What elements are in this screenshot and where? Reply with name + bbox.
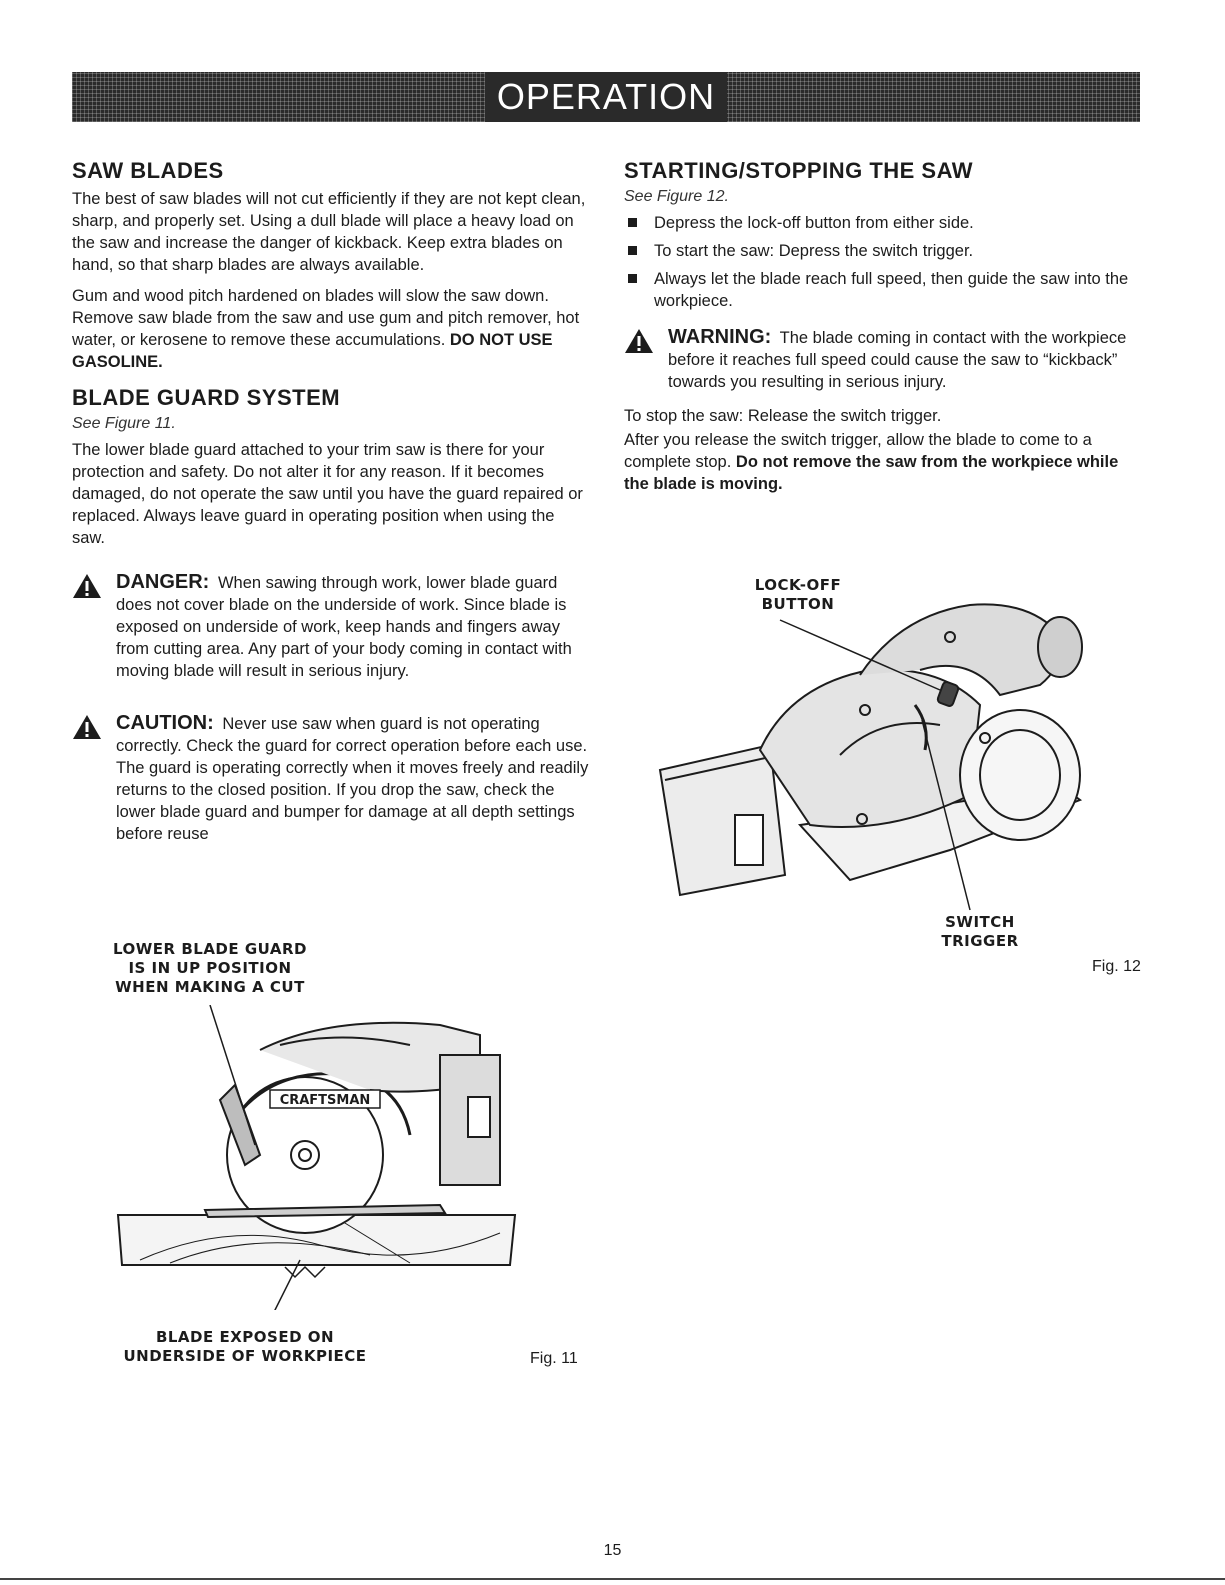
gasoline-warning: DO NOT USE GASOLINE. — [72, 331, 553, 371]
warning-text: The blade coming in contact with the wor… — [668, 329, 1127, 391]
fig12-lock-off-line-1: LOCK-OFF — [754, 576, 842, 594]
starting-stopping-heading: STARTING/STOPPING THE SAW — [624, 158, 974, 183]
fig11-guard-callout-line-2: IS IN UP POSITION — [128, 959, 292, 977]
left-column: SAW BLADES The best of saw blades will n… — [72, 158, 592, 857]
saw-blades-heading: SAW BLADES — [72, 158, 224, 183]
bullet-icon — [628, 274, 637, 283]
saw-blades-paragraph-2: Gum and wood pitch hardened on blades wi… — [72, 285, 592, 373]
fig11-blade-callout-line-2: UNDERSIDE OF WORKPIECE — [123, 1347, 367, 1365]
warning-icon — [625, 329, 653, 353]
fig-12-label: Fig. 12 — [1092, 958, 1141, 975]
starting-step-item: To start the saw: Depress the switch tri… — [624, 240, 1144, 262]
fig12-switch-line-1: SWITCH — [945, 913, 1015, 931]
page-number: 15 — [603, 1542, 622, 1559]
see-figure-11: See Figure 11. — [72, 415, 176, 432]
blade-guard-heading: BLADE GUARD SYSTEM — [72, 385, 341, 410]
danger-notice: DANGER: When sawing through work, lower … — [72, 571, 592, 682]
starting-step-item: Depress the lock-off button from either … — [624, 212, 1144, 234]
saw-blades-p2-text: Gum and wood pitch hardened on blades wi… — [72, 287, 580, 349]
caution-text: Never use saw when guard is not operatin… — [116, 715, 589, 843]
fig12-lock-off-line-2: BUTTON — [761, 595, 835, 613]
caution-label: CAUTION: — [116, 712, 214, 734]
starting-step-text: Always let the blade reach full speed, t… — [654, 270, 1129, 310]
fig-11-label: Fig. 11 — [530, 1350, 578, 1367]
fig11-guard-callout: LOWER BLADE GUARD IS IN UP POSITION WHEN… — [110, 940, 310, 997]
figure-12-saw-illustration — [658, 603, 1083, 911]
danger-label: DANGER: — [116, 571, 210, 593]
section-banner: OPERATION — [72, 72, 1140, 122]
danger-warning-icon — [73, 574, 101, 598]
caution-warning-icon — [73, 715, 101, 739]
bottom-rule — [0, 1578, 1225, 1580]
fig12-lock-off-callout: LOCK-OFF BUTTON — [738, 576, 858, 614]
bullet-icon — [628, 218, 637, 227]
starting-step-text: To start the saw: Depress the switch tri… — [654, 242, 974, 260]
stop-saw-paragraph: To stop the saw: Release the switch trig… — [624, 407, 942, 425]
fig12-switch-callout: SWITCH TRIGGER — [930, 913, 1030, 951]
fig12-switch-line-2: TRIGGER — [941, 932, 1019, 950]
fig11-brand-label: CRAFTSMAN — [280, 1093, 371, 1108]
warning-label: WARNING: — [668, 326, 772, 348]
fig11-blade-callout: BLADE EXPOSED ON UNDERSIDE OF WORKPIECE — [115, 1328, 375, 1366]
release-trigger-text: After you release the switch trigger, al… — [624, 431, 1092, 471]
brand-plate — [269, 1089, 381, 1109]
do-not-remove-warning: Do not remove the saw from the workpiece… — [624, 453, 1119, 493]
figure-11-saw-illustration: CRAFTSMAN — [116, 1005, 517, 1310]
starting-step-item: Always let the blade reach full speed, t… — [624, 268, 1144, 312]
bullet-icon — [628, 246, 637, 255]
starting-steps-list: Depress the lock-off button from either … — [624, 212, 1144, 312]
fig11-blade-callout-line-1: BLADE EXPOSED ON — [155, 1328, 335, 1346]
right-column: STARTING/STOPPING THE SAW See Figure 12.… — [624, 158, 1144, 504]
release-trigger-paragraph: After you release the switch trigger, al… — [624, 429, 1144, 495]
section-title: OPERATION — [484, 72, 728, 122]
caution-notice: CAUTION: Never use saw when guard is not… — [72, 712, 592, 845]
fig11-guard-callout-line-1: LOWER BLADE GUARD — [112, 940, 307, 958]
danger-text: When sawing through work, lower blade gu… — [116, 574, 572, 680]
fig11-guard-callout-line-3: WHEN MAKING A CUT — [115, 978, 305, 996]
blade-guard-paragraph: The lower blade guard attached to your t… — [72, 441, 583, 547]
saw-blades-paragraph-1: The best of saw blades will not cut effi… — [72, 190, 586, 274]
see-figure-12: See Figure 12. — [624, 188, 729, 205]
warning-notice: WARNING: The blade coming in contact wit… — [624, 326, 1144, 393]
starting-step-text: Depress the lock-off button from either … — [654, 214, 974, 232]
